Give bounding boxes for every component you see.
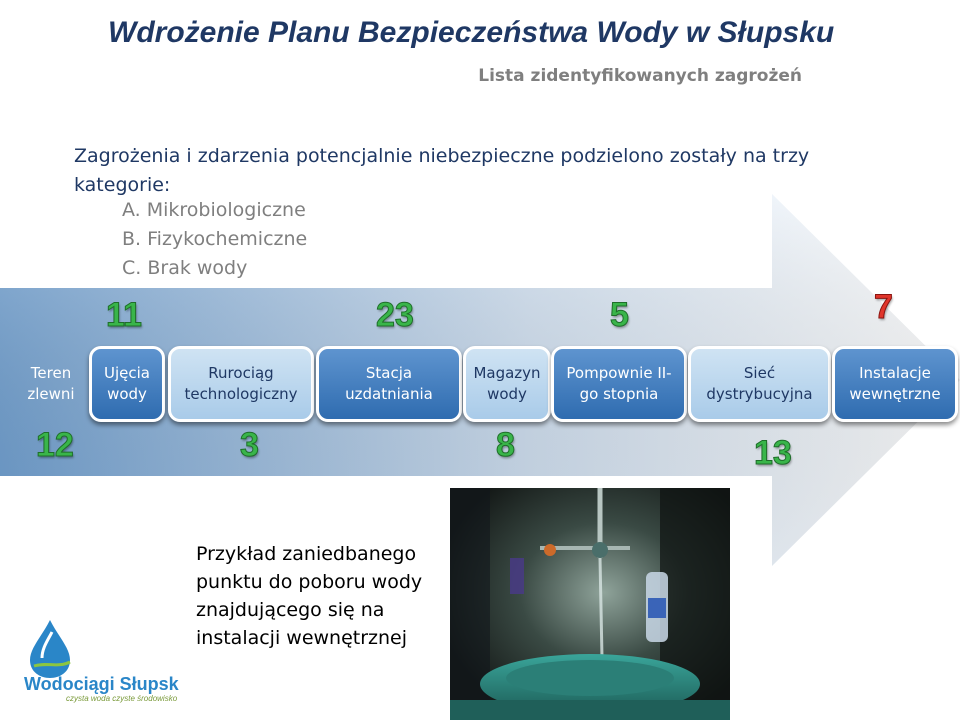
hazard-count: 12 [36, 426, 74, 465]
water-drop-icon [20, 618, 80, 678]
category-item: C. Brak wody [122, 257, 247, 279]
page-title: Wdrożenie Planu Bezpieczeństwa Wody w Sł… [108, 16, 834, 50]
intro-text: Zagrożenia i zdarzenia potencjalnie nieb… [74, 142, 854, 200]
stage-box: Magazyn wody [463, 346, 551, 422]
stage-box: Instalacje wewnętrzne [832, 346, 958, 422]
page-subtitle: Lista zidentyfikowanych zagrożeń [478, 66, 802, 86]
stage-box: Pompownie II-go stopnia [551, 346, 687, 422]
logo-name: Wodociągi Słupsk [24, 674, 179, 695]
stage-box: Rurociąg technologiczny [168, 346, 314, 422]
stage-box: Sieć dystrybucyjna [688, 346, 831, 422]
photo-caption: Przykład zaniedbanego punktu do poboru w… [196, 540, 456, 652]
category-item: A. Mikrobiologiczne [122, 199, 306, 221]
hazard-count: 13 [754, 434, 792, 473]
hazard-count: 11 [106, 296, 142, 335]
logo-tagline: czysta woda czyste środowisko [66, 694, 177, 703]
stage-box: Stacja uzdatniania [316, 346, 462, 422]
sink-photo [450, 488, 730, 720]
hazard-count: 8 [496, 426, 515, 465]
stage-box: Ujęcia wody [89, 346, 165, 422]
hazard-count: 7 [874, 288, 893, 327]
hazard-count: 23 [376, 296, 414, 335]
category-item: B. Fizykochemiczne [122, 228, 307, 250]
hazard-count: 3 [240, 426, 259, 465]
stage-box: Teren zlewni [14, 346, 88, 422]
hazard-count: 5 [610, 296, 629, 335]
